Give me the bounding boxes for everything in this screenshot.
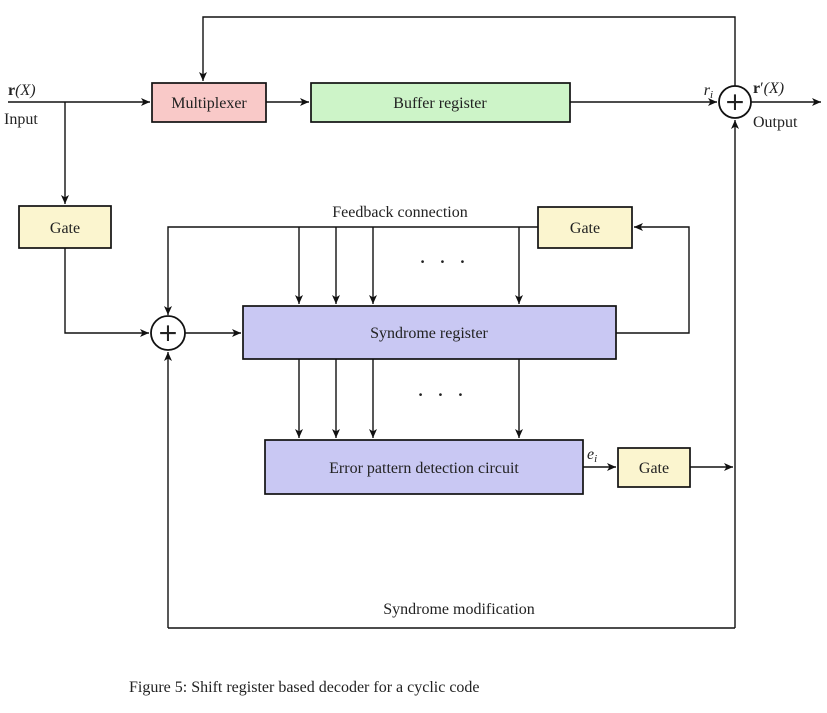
syndrome-modification-label: Syndrome modification (383, 601, 535, 618)
error-pattern-detector-box (264, 439, 584, 495)
buffer-register-box (310, 82, 571, 123)
signal-labels: r(X) Input ri r′(X) Output Feedback conn… (4, 80, 798, 696)
error-pattern-detector-label: Error pattern detection circuit (329, 460, 519, 477)
multiplexer-label: Multiplexer (171, 95, 247, 112)
wire-feedback-connection-line (164, 226, 538, 315)
syndrome-adder-circle (150, 315, 186, 351)
dots-lower: · · · (418, 385, 469, 404)
gate-error-label: Gate (639, 460, 669, 477)
gate-input-label: Gate (50, 220, 80, 237)
gate-input-box (18, 205, 112, 249)
output-adder-circle (718, 85, 752, 119)
input-word-label: Input (4, 111, 38, 128)
syndrome-register-label: Syndrome register (370, 325, 488, 342)
wires (8, 16, 821, 629)
output-signal-label: r′(X) (753, 80, 784, 97)
adders: + + (150, 85, 752, 351)
wire-gate-input-to-adder (64, 248, 149, 337)
syndrome-register-box (242, 305, 617, 360)
syndrome-adder-plus: + (158, 318, 179, 347)
gate-feedback-label: Gate (570, 220, 600, 237)
output-word-label: Output (753, 114, 798, 131)
input-signal-args: (X) (15, 82, 35, 99)
output-adder-plus: + (725, 87, 746, 116)
feedback-connection-label: Feedback connection (332, 204, 468, 221)
ri-sub: i (710, 89, 713, 101)
gate-error-box (617, 447, 691, 488)
figure-caption: Figure 5: Shift register based decoder f… (129, 679, 480, 696)
buffer-register-label: Buffer register (393, 95, 487, 112)
input-signal-label: r(X) (8, 82, 36, 99)
ei-main: e (587, 446, 594, 463)
output-signal-vec: r (753, 80, 760, 97)
multiplexer-box (151, 82, 267, 123)
input-signal-vec: r (8, 82, 15, 99)
ri-main: r (704, 82, 711, 99)
ei-label: ei (587, 446, 597, 465)
blocks: Multiplexer Buffer register Gate Gate Sy… (18, 82, 691, 495)
dots-upper: · · · (420, 252, 471, 271)
ri-label: ri (704, 82, 713, 101)
output-signal-args: (X) (764, 80, 784, 97)
output-signal-prime: ′ (760, 80, 764, 97)
gate-feedback-box (537, 206, 633, 249)
wire-output-feedback-to-multiplexer (199, 16, 736, 86)
ei-sub: i (594, 453, 597, 465)
wire-syndrome-to-feedback-gate (616, 223, 690, 334)
